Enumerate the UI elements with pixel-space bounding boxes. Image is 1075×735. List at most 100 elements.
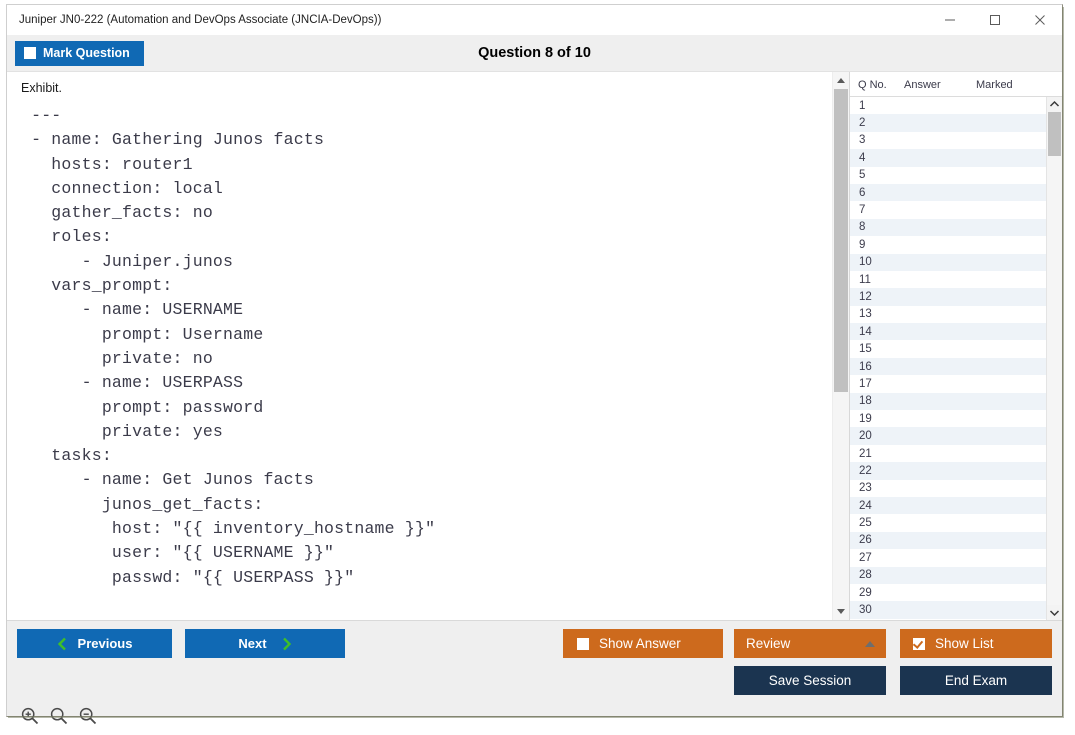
cell-q-no: 6 bbox=[859, 186, 866, 199]
exhibit-scrollbar[interactable] bbox=[832, 72, 849, 620]
table-row[interactable]: 5 bbox=[850, 166, 1046, 184]
window-titlebar: Juniper JN0-222 (Automation and DevOps A… bbox=[7, 5, 1062, 35]
column-header-q-no: Q No. bbox=[858, 79, 887, 91]
zoom-out-icon[interactable] bbox=[78, 706, 98, 726]
cell-q-no: 28 bbox=[859, 569, 872, 582]
table-row[interactable]: 28 bbox=[850, 566, 1046, 584]
table-row[interactable]: 3 bbox=[850, 131, 1046, 150]
next-label: Next bbox=[238, 636, 267, 651]
cell-q-no: 26 bbox=[859, 534, 872, 547]
table-row[interactable]: 4 bbox=[850, 149, 1046, 167]
cell-q-no: 8 bbox=[859, 221, 866, 234]
review-dropdown[interactable]: Review bbox=[734, 629, 886, 658]
table-row[interactable]: 16 bbox=[850, 357, 1046, 376]
table-row[interactable]: 1 bbox=[850, 97, 1046, 115]
table-row[interactable]: 17 bbox=[850, 375, 1046, 393]
mark-question-checkbox[interactable] bbox=[24, 47, 36, 59]
scrollbar-thumb[interactable] bbox=[834, 89, 848, 393]
cell-q-no: 17 bbox=[859, 377, 872, 390]
table-row[interactable]: 2 bbox=[850, 114, 1046, 132]
table-row[interactable]: 23 bbox=[850, 479, 1046, 497]
show-list-checkbox[interactable] bbox=[913, 637, 925, 650]
table-row[interactable]: 15 bbox=[850, 340, 1046, 358]
cell-q-no: 4 bbox=[859, 151, 866, 164]
table-row[interactable]: 24 bbox=[850, 496, 1046, 515]
table-row[interactable]: 25 bbox=[850, 514, 1046, 532]
table-row[interactable]: 22 bbox=[850, 462, 1046, 480]
show-answer-label: Show Answer bbox=[599, 636, 681, 651]
cell-q-no: 5 bbox=[859, 169, 866, 182]
cell-q-no: 10 bbox=[859, 256, 872, 269]
application-window: Juniper JN0-222 (Automation and DevOps A… bbox=[6, 4, 1064, 725]
save-session-button[interactable]: Save Session bbox=[734, 666, 886, 695]
cell-q-no: 11 bbox=[859, 273, 871, 286]
close-icon[interactable] bbox=[1017, 5, 1062, 35]
cell-q-no: 23 bbox=[859, 482, 872, 495]
table-row[interactable]: 21 bbox=[850, 444, 1046, 463]
zoom-controls bbox=[17, 706, 1052, 726]
cell-q-no: 7 bbox=[859, 204, 866, 217]
show-list-button[interactable]: Show List bbox=[900, 629, 1052, 658]
cell-q-no: 16 bbox=[859, 360, 872, 373]
column-header-marked: Marked bbox=[976, 79, 1013, 91]
show-answer-button[interactable]: Show Answer bbox=[563, 629, 723, 658]
table-row[interactable]: 26 bbox=[850, 531, 1046, 550]
scroll-up-icon[interactable] bbox=[833, 72, 849, 89]
table-row[interactable]: 13 bbox=[850, 305, 1046, 324]
show-answer-checkbox[interactable] bbox=[577, 637, 589, 650]
zoom-reset-icon[interactable] bbox=[49, 706, 69, 726]
table-row[interactable]: 19 bbox=[850, 410, 1046, 428]
end-exam-button[interactable]: End Exam bbox=[900, 666, 1052, 695]
cell-q-no: 21 bbox=[859, 447, 872, 460]
list-scroll-down-icon[interactable] bbox=[1047, 605, 1062, 620]
maximize-icon[interactable] bbox=[972, 5, 1017, 35]
table-row[interactable]: 11 bbox=[850, 270, 1046, 289]
footer-row-secondary: Save Session End Exam bbox=[17, 666, 1052, 697]
footer-toolbar: Previous Next Show Answer Review bbox=[7, 620, 1062, 725]
table-row[interactable]: 20 bbox=[850, 427, 1046, 445]
end-exam-label: End Exam bbox=[944, 673, 1008, 688]
footer-row-primary: Previous Next Show Answer Review bbox=[17, 629, 1052, 660]
cell-q-no: 1 bbox=[859, 99, 866, 112]
table-row[interactable]: 6 bbox=[850, 183, 1046, 202]
table-row[interactable]: 10 bbox=[850, 253, 1046, 271]
show-list-label: Show List bbox=[935, 636, 994, 651]
scrollbar-track[interactable] bbox=[833, 89, 849, 603]
mark-question-button[interactable]: Mark Question bbox=[15, 40, 144, 66]
cell-q-no: 15 bbox=[859, 343, 872, 356]
cell-q-no: 3 bbox=[859, 134, 866, 147]
table-row[interactable]: 18 bbox=[850, 392, 1046, 411]
save-session-label: Save Session bbox=[768, 673, 852, 688]
table-row[interactable]: 29 bbox=[850, 583, 1046, 602]
cell-q-no: 12 bbox=[859, 290, 872, 303]
table-row[interactable]: 9 bbox=[850, 236, 1046, 254]
cell-q-no: 14 bbox=[859, 325, 872, 338]
scroll-down-icon[interactable] bbox=[833, 603, 849, 620]
list-scrollbar-track[interactable] bbox=[1047, 112, 1062, 605]
cell-q-no: 19 bbox=[859, 412, 872, 425]
table-row[interactable]: 14 bbox=[850, 323, 1046, 341]
next-button[interactable]: Next bbox=[185, 629, 345, 658]
cell-q-no: 30 bbox=[859, 604, 872, 617]
cell-q-no: 22 bbox=[859, 464, 872, 477]
table-row[interactable]: 27 bbox=[850, 549, 1046, 567]
list-scrollbar-thumb[interactable] bbox=[1048, 112, 1061, 157]
table-row[interactable]: 30 bbox=[850, 601, 1046, 619]
chevron-left-icon bbox=[57, 637, 66, 650]
table-row[interactable]: 12 bbox=[850, 288, 1046, 306]
minimize-icon[interactable] bbox=[927, 5, 972, 35]
exhibit-pane: Exhibit. --- - name: Gathering Junos fac… bbox=[7, 72, 832, 620]
zoom-in-icon[interactable] bbox=[20, 706, 40, 726]
question-list-scrollbar[interactable] bbox=[1046, 97, 1062, 620]
previous-button[interactable]: Previous bbox=[17, 629, 172, 658]
chevron-up-icon bbox=[865, 640, 875, 647]
list-scroll-up-icon[interactable] bbox=[1047, 97, 1062, 112]
body-region: Exhibit. --- - name: Gathering Junos fac… bbox=[7, 72, 1062, 620]
table-row[interactable]: 8 bbox=[850, 218, 1046, 237]
exhibit-code-block: --- - name: Gathering Junos facts hosts:… bbox=[31, 106, 436, 587]
table-row[interactable]: 7 bbox=[850, 201, 1046, 219]
